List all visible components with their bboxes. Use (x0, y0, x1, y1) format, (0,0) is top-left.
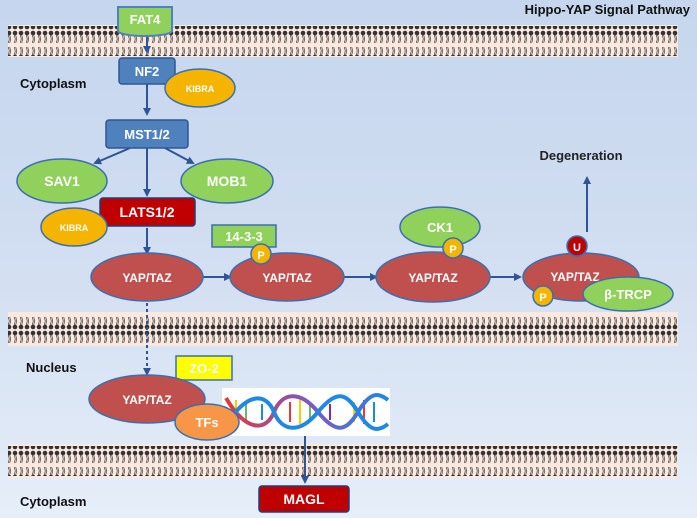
zo2-box: ZO-2 (175, 355, 233, 381)
tfs-ellipse: TFs (174, 403, 240, 441)
lats-box: LATS1/2 (99, 197, 196, 227)
mst-label: MST1/2 (124, 127, 170, 142)
arrows (93, 33, 591, 484)
pathway-title: Hippo-YAP Signal Pathway (525, 2, 691, 17)
arrow-mst-sav1 (93, 147, 131, 165)
zo2-label: ZO-2 (189, 361, 219, 376)
membrane-middle (8, 312, 678, 346)
kibra-left: KIBRA (40, 207, 108, 247)
btrcp-ellipse: β-TRCP (582, 276, 674, 312)
lats-label: LATS1/2 (120, 204, 175, 220)
phospho-3: P (532, 285, 554, 307)
protein-14-3-3: 14-3-3 (211, 224, 277, 248)
yap-taz-2: YAP/TAZ (229, 252, 345, 302)
magl-label: MAGL (283, 491, 325, 507)
nf2-label: NF2 (135, 64, 160, 79)
kibra-top: KIBRA (164, 68, 236, 108)
nf2-box: NF2 (118, 57, 176, 85)
fat4-receptor: FAT4 (117, 6, 173, 37)
membrane-bottom (8, 444, 678, 478)
degeneration-label: Degeneration (539, 148, 622, 163)
tfs-label: TFs (195, 415, 218, 430)
yap-taz-1-label: YAP/TAZ (122, 271, 171, 285)
phospho-3-label: P (539, 292, 546, 304)
region-cytoplasm-top: Cytoplasm (20, 76, 86, 91)
ubiquitin: U (566, 235, 588, 257)
ubiquitin-label: U (573, 242, 581, 254)
protein-14-3-3-label: 14-3-3 (225, 229, 263, 244)
ck1-label: CK1 (427, 220, 453, 235)
phospho-2: P (442, 237, 464, 259)
region-nucleus: Nucleus (26, 360, 77, 375)
kibra-top-label: KIBRA (186, 84, 215, 94)
region-cytoplasm-bottom: Cytoplasm (20, 494, 86, 509)
btrcp-label: β-TRCP (604, 287, 652, 302)
kibra-left-label: KIBRA (60, 223, 89, 233)
ck1-ellipse: CK1 (399, 206, 481, 248)
mob1-label: MOB1 (207, 173, 248, 189)
yap-taz-nucleus: YAP/TAZ (88, 374, 206, 424)
arrow-mst-mob1 (164, 147, 195, 164)
mob1-ellipse: MOB1 (180, 158, 274, 204)
yap-taz-nucleus-label: YAP/TAZ (122, 393, 171, 407)
magl-box: MAGL (258, 485, 350, 513)
yap-taz-2-label: YAP/TAZ (262, 271, 311, 285)
fat4-label: FAT4 (130, 12, 162, 27)
phospho-2-label: P (449, 244, 456, 256)
membrane-top (8, 25, 678, 57)
yap-taz-3-label: YAP/TAZ (408, 271, 457, 285)
sav1-ellipse: SAV1 (16, 158, 108, 204)
dna-helix (222, 388, 390, 436)
sav1-label: SAV1 (44, 173, 80, 189)
yap-taz-4-label: YAP/TAZ (550, 270, 599, 284)
phospho-1-label: P (257, 250, 264, 262)
mst-box: MST1/2 (105, 119, 189, 149)
phospho-1: P (250, 243, 272, 265)
yap-taz-1: YAP/TAZ (90, 252, 204, 302)
yap-taz-3: YAP/TAZ (375, 251, 491, 303)
